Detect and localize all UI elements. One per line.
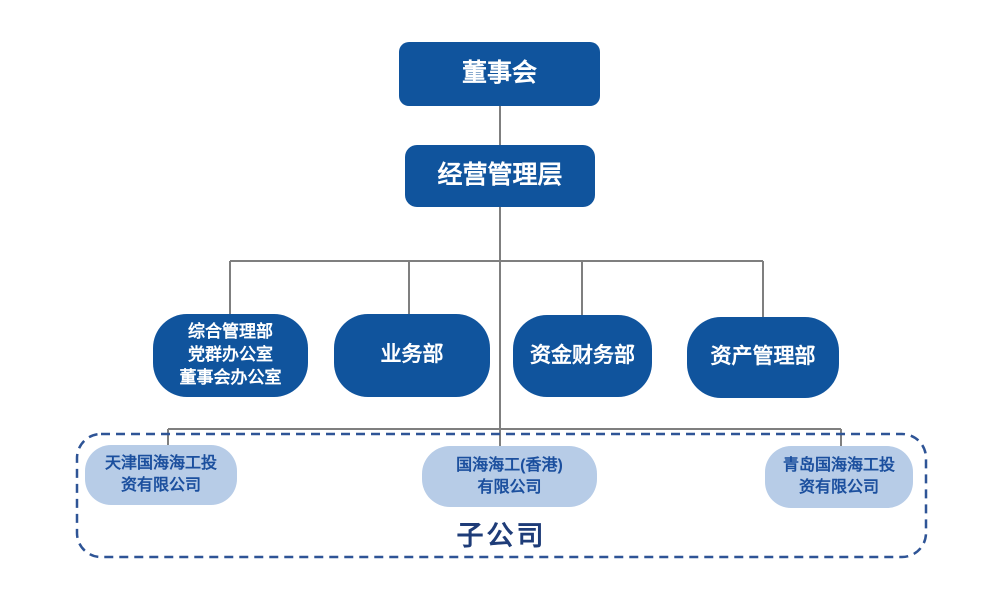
dept-general-admin-node: 综合管理部 党群办公室 董事会办公室 bbox=[153, 314, 308, 397]
board-label: 董事会 bbox=[461, 59, 537, 88]
dept-asset-management-node: 资产管理部 bbox=[687, 317, 839, 398]
subsidiary-hongkong-label: 国海海工(香港) 有限公司 bbox=[456, 456, 563, 496]
subsidiary-hongkong-node: 国海海工(香港) 有限公司 bbox=[422, 446, 597, 507]
subsidiaries-group-border bbox=[75, 432, 928, 559]
subsidiary-tianjin-label: 天津国海海工投 资有限公司 bbox=[104, 455, 217, 494]
dept-finance-node: 资金财务部 bbox=[513, 315, 652, 397]
management-node: 经营管理层 bbox=[405, 145, 595, 207]
subsidiary-qingdao-node: 青岛国海海工投 资有限公司 bbox=[765, 446, 913, 508]
dept-finance-label: 资金财务部 bbox=[530, 343, 635, 367]
subsidiary-tianjin-node: 天津国海海工投 资有限公司 bbox=[85, 445, 237, 505]
dept-asset-management-label: 资产管理部 bbox=[710, 345, 816, 369]
subsidiary-qingdao-label: 青岛国海海工投 资有限公司 bbox=[782, 457, 895, 496]
dept-business-label: 业务部 bbox=[380, 343, 444, 367]
management-label: 经营管理层 bbox=[437, 161, 563, 190]
subsidiaries-group-label: 子公司 bbox=[456, 521, 547, 551]
dept-business-node: 业务部 bbox=[334, 314, 490, 397]
board-node: 董事会 bbox=[399, 42, 600, 106]
dept-general-admin-label: 综合管理部 党群办公室 董事会办公室 bbox=[179, 322, 282, 387]
